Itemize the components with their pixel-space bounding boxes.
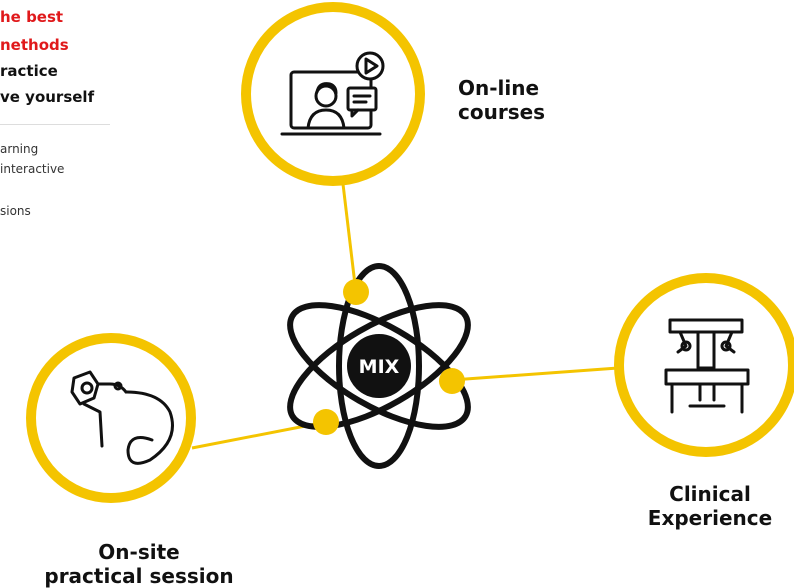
node-onsite-session [26, 333, 196, 503]
label-clinical-line-2: Experience [647, 506, 773, 530]
label-clinical-line-1: Clinical [669, 482, 751, 506]
divider [0, 124, 110, 125]
intro-heading-line-2: nethods [0, 36, 69, 54]
atom-nucleus [347, 334, 411, 398]
label-onsite-line-1: On-site [98, 540, 180, 564]
intro-body-line-3: sions [0, 204, 31, 218]
electron-dot [313, 409, 339, 435]
label-online-line-1: On-line [458, 76, 540, 100]
electron-dot [439, 368, 465, 394]
intro-heading-line-3: ractice [0, 62, 58, 80]
intro-text: he best nethods ractice ve yourself arni… [0, 0, 120, 230]
mix-label: MIX [359, 356, 400, 378]
atom-icon [287, 263, 471, 469]
intro-body-line-1: arning [0, 142, 39, 156]
label-onsite-line-2: practical session [44, 564, 234, 588]
electron-dot [343, 279, 369, 305]
surgical-robot-icon [664, 318, 750, 414]
video-lesson-icon [280, 51, 385, 136]
intro-heading-line-1: he best [0, 8, 64, 26]
intro-heading-line-4: ve yourself [0, 88, 95, 106]
connector-clinical [451, 366, 619, 382]
endoscope-icon [70, 370, 174, 465]
label-clinical-experience: Clinical Experience [630, 482, 790, 530]
label-online-line-2: courses [458, 100, 546, 124]
node-online-courses [241, 2, 425, 186]
node-clinical-experience [614, 273, 794, 457]
connector-online [341, 183, 358, 294]
intro-body-line-2: interactive [0, 162, 65, 176]
label-onsite-session: On-site practical session [28, 540, 250, 588]
label-online-courses: On-line courses [458, 76, 545, 124]
